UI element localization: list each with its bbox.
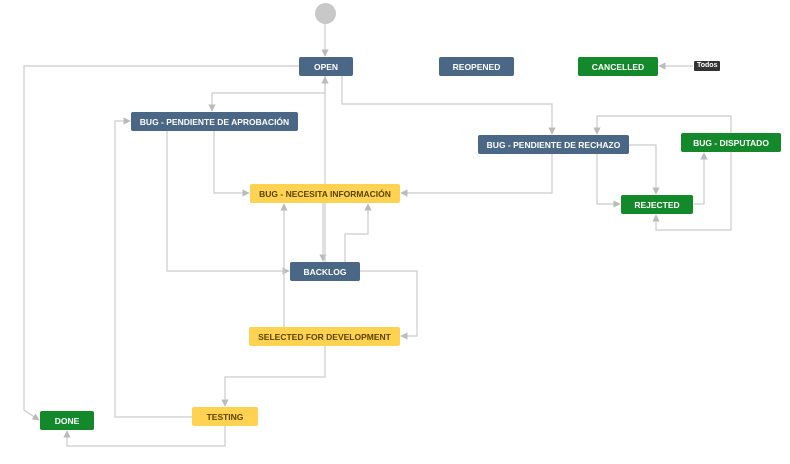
transition-testing-to-pend-apr <box>114 117 192 418</box>
status-necesita-informacion[interactable]: BUG - NECESITA INFORMACIÓN <box>250 184 400 203</box>
status-pendiente-aprobacion[interactable]: BUG - PENDIENTE DE APROBACIÓN <box>131 112 298 131</box>
transition-pend-rech-to-rejected <box>596 154 621 208</box>
status-open[interactable]: OPEN <box>299 57 353 76</box>
start-node <box>315 3 336 24</box>
transition-rejected-to-disputado <box>694 152 708 205</box>
transition-pend-rech-to-rejected-2 <box>629 144 660 195</box>
status-pendiente-rechazo[interactable]: BUG - PENDIENTE DE RECHAZO <box>478 135 629 154</box>
transition-backlog-to-selected <box>360 270 418 340</box>
all-transition-badge: Todos <box>694 61 721 71</box>
transition-pend-apr-to-backlog <box>166 131 290 275</box>
transition-selected-to-testing <box>221 346 326 407</box>
transition-disputado-to-rejected <box>652 152 732 231</box>
transition-open-to-pend-rech <box>341 76 556 135</box>
transition-testing-to-done <box>63 426 226 447</box>
status-cancelled[interactable]: CANCELLED <box>578 57 658 76</box>
status-done[interactable]: DONE <box>40 411 94 430</box>
status-reopened[interactable]: REOPENED <box>439 57 514 76</box>
transition-backlog-to-necesita <box>344 203 372 262</box>
transition-pend-apr-to-necesita <box>213 131 250 197</box>
status-rejected[interactable]: REJECTED <box>621 195 693 214</box>
status-selected-for-development[interactable]: SELECTED FOR DEVELOPMENT <box>249 327 400 346</box>
status-disputado[interactable]: BUG - DISPUTADO <box>681 133 781 152</box>
status-testing[interactable]: TESTING <box>192 407 258 426</box>
transition-open-to-pend-apr <box>208 76 326 112</box>
transition-disputado-to-pend-rech <box>593 115 732 135</box>
transition-pend-rech-to-necesita <box>400 154 553 197</box>
status-backlog[interactable]: BACKLOG <box>290 262 360 281</box>
transition-open-to-done <box>23 65 299 421</box>
